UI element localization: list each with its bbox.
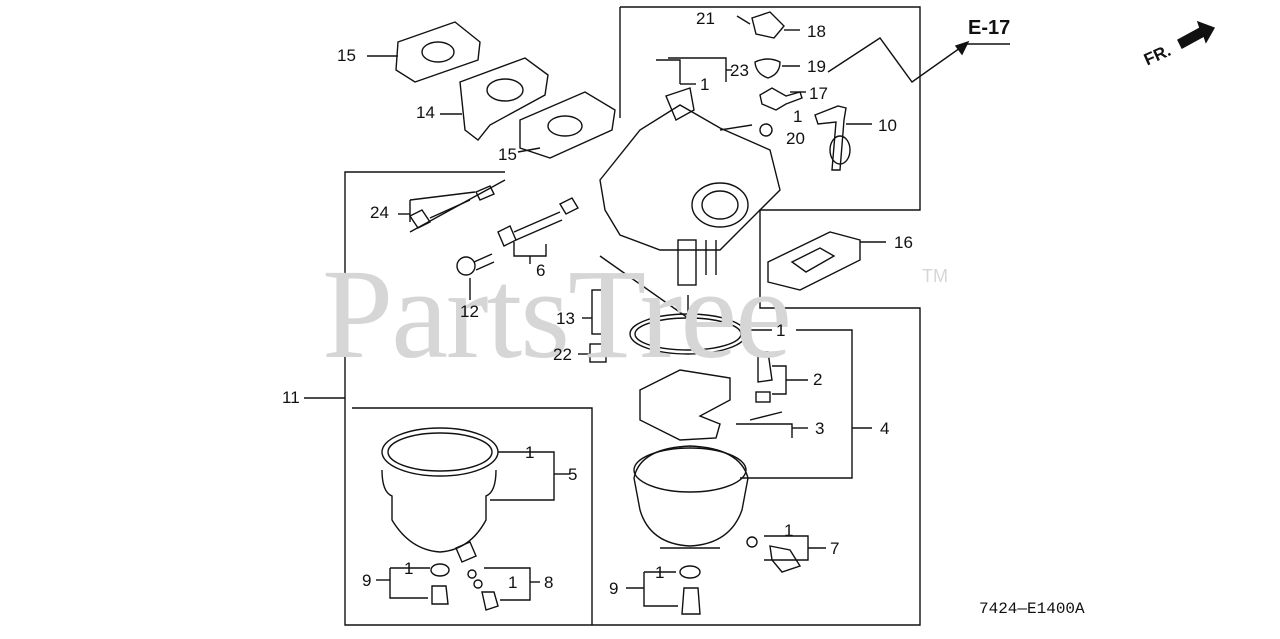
callout-13[interactable]: 13 — [556, 309, 575, 328]
callout-1[interactable]: 1 — [404, 559, 414, 578]
callout-5[interactable]: 5 — [568, 465, 578, 484]
gasket-16 — [767, 231, 861, 291]
part-20 — [759, 123, 773, 137]
callout-21[interactable]: 21 — [696, 9, 715, 28]
callout-4[interactable]: 4 — [880, 419, 890, 438]
main-jet-13 — [591, 289, 603, 335]
callout-24[interactable]: 24 — [370, 203, 389, 222]
e17-arrowhead — [954, 40, 970, 56]
callout-6[interactable]: 6 — [536, 261, 546, 280]
watermark-brand: PartsTree — [322, 243, 792, 385]
part-17 — [759, 87, 803, 111]
nozzle-22 — [589, 343, 607, 363]
e17-arrow-line — [827, 37, 961, 83]
drain-8 — [481, 591, 499, 611]
drain-screw-7 — [769, 545, 802, 573]
callout-1[interactable]: 1 — [525, 443, 535, 462]
part-18 — [751, 11, 785, 39]
assembly-frame-inner — [352, 407, 593, 625]
callout-23[interactable]: 23 — [730, 61, 749, 80]
gasket-15-top — [395, 21, 481, 83]
gasket-15-bottom — [519, 91, 616, 159]
chamber-gasket-left — [381, 427, 499, 477]
callout-3[interactable]: 3 — [815, 419, 825, 438]
page-link-e17[interactable]: E-17 — [968, 17, 1011, 39]
callout-9[interactable]: 9 — [609, 579, 619, 598]
callout-20[interactable]: 20 — [786, 129, 805, 148]
diagram-code: 7424—E1400A — [979, 600, 1085, 618]
callout-1[interactable]: 1 — [793, 107, 803, 126]
carburetor-body — [599, 104, 781, 251]
callout-15[interactable]: 15 — [498, 145, 517, 164]
insulator-14 — [459, 57, 549, 141]
callout-1[interactable]: 1 — [508, 573, 518, 592]
callout-11[interactable]: 11 — [282, 388, 300, 407]
callout-2[interactable]: 2 — [813, 370, 823, 389]
callout-7[interactable]: 7 — [830, 539, 840, 558]
callout-10[interactable]: 10 — [878, 116, 897, 135]
callout-17[interactable]: 17 — [809, 84, 828, 103]
callout-18[interactable]: 18 — [807, 22, 826, 41]
pilot-screw-24 — [408, 209, 432, 229]
fr-arrow — [1177, 20, 1216, 49]
callout-22[interactable]: 22 — [553, 345, 572, 364]
o-ring — [629, 313, 747, 355]
screw-12 — [456, 256, 476, 276]
callout-16[interactable]: 16 — [894, 233, 913, 252]
callout-1[interactable]: 1 — [784, 521, 794, 540]
bolt-9-left — [431, 585, 449, 605]
callout-1[interactable]: 1 — [700, 75, 710, 94]
part-19 — [754, 58, 781, 79]
callout-15[interactable]: 15 — [337, 46, 356, 65]
float-3 — [639, 369, 731, 441]
callout-9[interactable]: 9 — [362, 571, 372, 590]
callout-1[interactable]: 1 — [776, 321, 786, 340]
bolt-9-right — [681, 587, 701, 615]
float-chamber — [633, 445, 749, 547]
callout-19[interactable]: 19 — [807, 57, 826, 76]
float-valve-2 — [757, 351, 773, 383]
callout-8[interactable]: 8 — [544, 573, 554, 592]
float-chamber-left — [381, 469, 497, 553]
callout-1[interactable]: 1 — [655, 563, 665, 582]
callout-14[interactable]: 14 — [416, 103, 435, 122]
watermark-trademark: TM — [922, 266, 948, 286]
choke-lever-10 — [814, 105, 847, 171]
callout-12[interactable]: 12 — [460, 302, 479, 321]
